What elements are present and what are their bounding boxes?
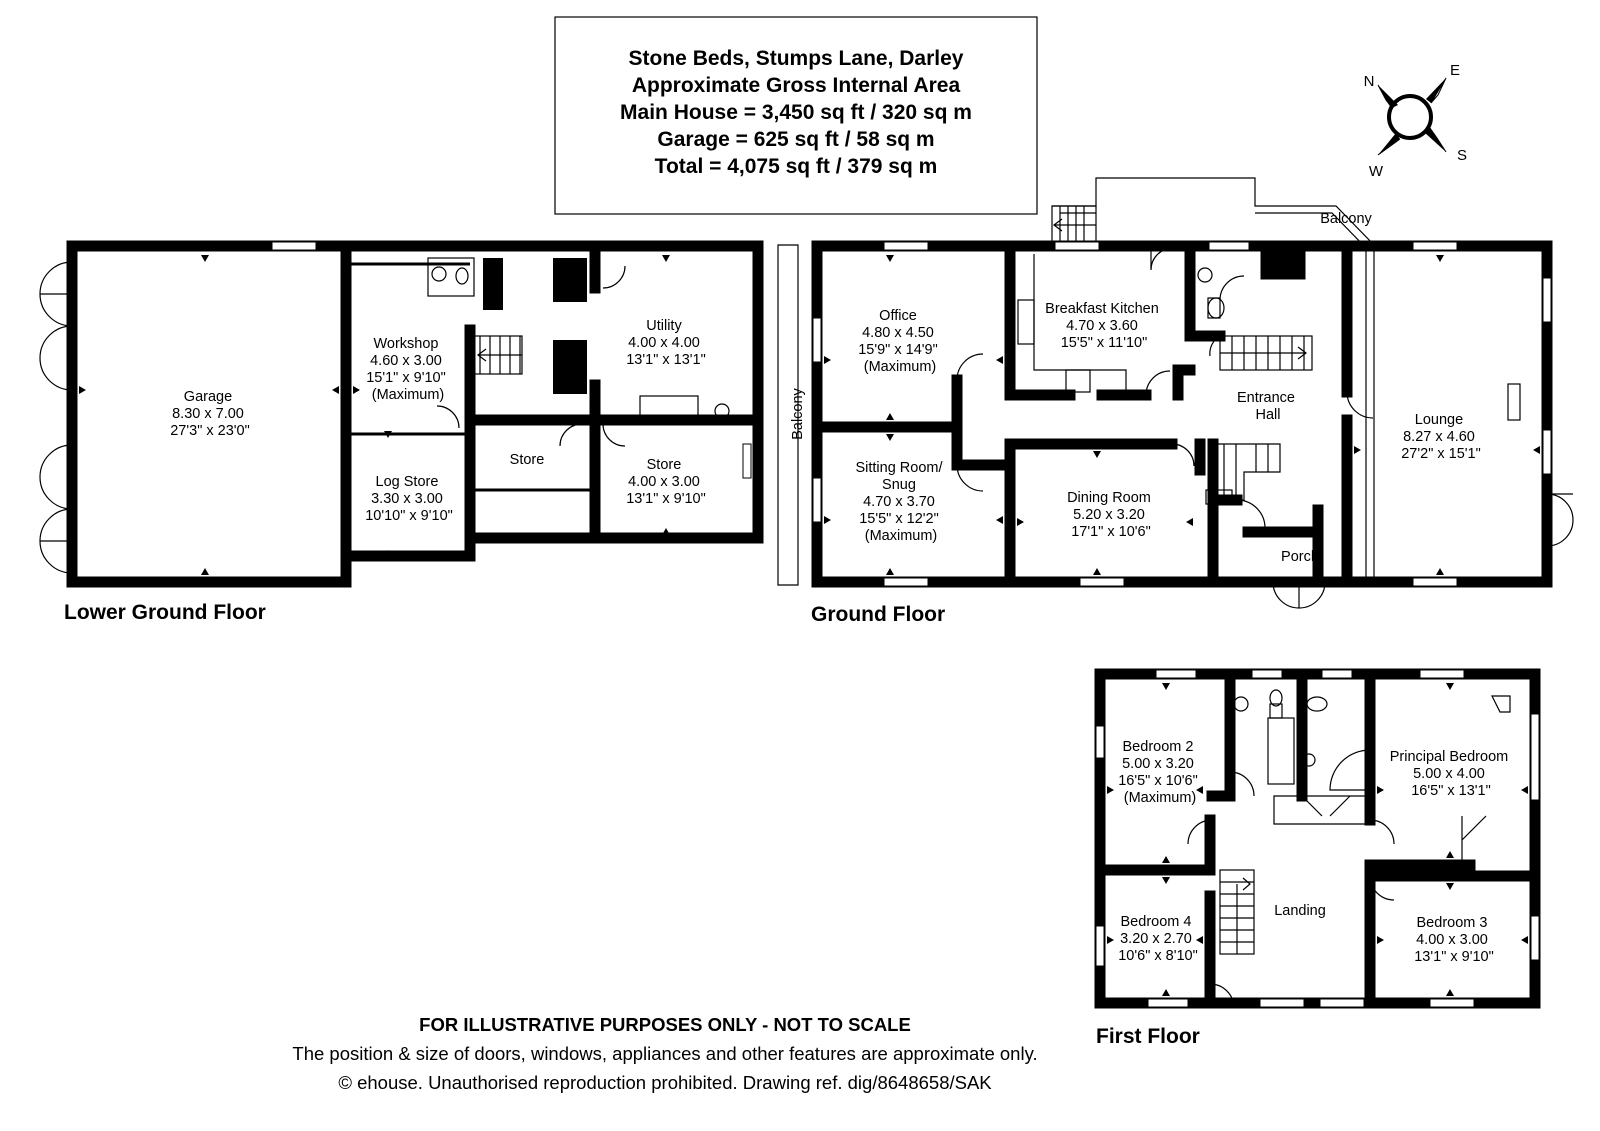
compass-e: E bbox=[1450, 62, 1460, 79]
room-sitting-room: Sitting Room/ Snug 4.70 x 3.70 15'5" x 1… bbox=[855, 460, 946, 544]
window-icon bbox=[271, 241, 317, 251]
stair-icon bbox=[1212, 335, 1313, 501]
compass-icon: N E S W bbox=[1364, 62, 1467, 180]
door-arc-icon bbox=[1229, 771, 1255, 797]
fireplace-icon bbox=[1507, 383, 1521, 421]
room-principal-bedroom: Principal Bedroom 5.00 x 4.00 16'5" x 13… bbox=[1390, 749, 1513, 799]
door-arc-icon bbox=[1209, 983, 1235, 1009]
door-arc-icon bbox=[559, 423, 583, 447]
door-arc-icon bbox=[1346, 391, 1374, 419]
room-lounge: Lounge 8.27 x 4.60 27'2" x 15'1" bbox=[1401, 412, 1481, 462]
wardrobe-icon bbox=[1461, 815, 1487, 870]
porch-doors-icon bbox=[1272, 581, 1326, 609]
title-address: Stone Beds, Stumps Lane, Darley bbox=[629, 47, 964, 70]
sink-icon bbox=[714, 403, 730, 419]
compass-n: N bbox=[1364, 73, 1375, 90]
toilet-icon bbox=[1197, 267, 1225, 319]
hob-icon bbox=[1065, 369, 1091, 393]
toilet-icon bbox=[1269, 689, 1328, 767]
door-arc-icon bbox=[602, 265, 626, 289]
floor-label-ground: Ground Floor bbox=[811, 603, 945, 626]
door-arc-icon bbox=[956, 353, 984, 381]
door-arc-icon bbox=[602, 423, 626, 447]
room-dining-room: Dining Room 5.20 x 3.20 17'1" x 10'6" bbox=[1067, 490, 1155, 540]
room-store-large: Store 4.00 x 3.00 13'1" x 9'10" bbox=[626, 457, 706, 507]
stair-icon bbox=[1219, 869, 1255, 955]
room-log-store: Log Store 3.30 x 3.00 10'10" x 9'10" bbox=[365, 474, 453, 524]
room-breakfast-kitchen: Breakfast Kitchen 4.70 x 3.60 15'5" x 11… bbox=[1045, 301, 1163, 351]
title-main-house: Main House = 3,450 sq ft / 320 sq m bbox=[620, 101, 972, 124]
room-store-small: Store bbox=[510, 452, 545, 468]
counter-icon bbox=[639, 395, 699, 417]
title-total: Total = 4,075 sq ft / 379 sq m bbox=[655, 155, 938, 178]
door-arc-icon bbox=[956, 464, 984, 492]
toilet-icon bbox=[427, 257, 475, 297]
door-arc-icon bbox=[1150, 246, 1174, 271]
disclaimer-copyright: © ehouse. Unauthorised reproduction proh… bbox=[338, 1072, 992, 1093]
title-garage: Garage = 625 sq ft / 58 sq m bbox=[657, 128, 934, 151]
door-arc-icon bbox=[1236, 499, 1266, 529]
room-garage: Garage 8.30 x 7.00 27'3" x 23'0" bbox=[170, 389, 250, 439]
door-arc-icon bbox=[1145, 370, 1171, 396]
door-arc-icon bbox=[1369, 819, 1395, 845]
room-workshop: Workshop 4.60 x 3.00 15'1" x 9'10" (Maxi… bbox=[366, 336, 450, 403]
window-icon bbox=[742, 443, 752, 479]
room-porch: Porch bbox=[1281, 549, 1319, 565]
room-landing: Landing bbox=[1274, 903, 1326, 919]
disclaimer-heading: FOR ILLUSTRATIVE PURPOSES ONLY - NOT TO … bbox=[419, 1014, 911, 1035]
bath-icon bbox=[1267, 717, 1295, 785]
fireplace-icon bbox=[1491, 695, 1511, 713]
door-arc-icon bbox=[1209, 335, 1221, 357]
garage-doors-icon bbox=[39, 261, 73, 574]
door-arc-icon bbox=[1171, 443, 1195, 467]
room-balcony-left: Balcony bbox=[790, 387, 806, 439]
room-entrance-hall: Entrance Hall bbox=[1237, 390, 1299, 423]
door-arc-icon bbox=[436, 405, 460, 429]
basin-icon bbox=[1233, 696, 1249, 712]
shower-icon bbox=[1329, 749, 1371, 791]
window-icon bbox=[1095, 669, 1540, 1008]
floor-label-lower: Lower Ground Floor bbox=[64, 601, 266, 624]
disclaimer: FOR ILLUSTRATIVE PURPOSES ONLY - NOT TO … bbox=[292, 1014, 1037, 1093]
room-bedroom-4: Bedroom 4 3.20 x 2.70 10'6" x 8'10" bbox=[1118, 914, 1198, 964]
room-bedroom-3: Bedroom 3 4.00 x 3.00 13'1" x 9'10" bbox=[1414, 915, 1494, 965]
title-area-heading: Approximate Gross Internal Area bbox=[632, 74, 961, 97]
stair-icon bbox=[1051, 205, 1097, 245]
room-balcony-top: Balcony bbox=[1320, 211, 1372, 227]
window-icon bbox=[812, 241, 1552, 587]
door-arc-icon bbox=[1187, 819, 1213, 845]
sink-icon bbox=[1017, 299, 1035, 345]
compass-w: W bbox=[1369, 163, 1384, 180]
compass-s: S bbox=[1457, 147, 1467, 164]
room-bedroom-2: Bedroom 2 5.00 x 3.20 16'5" x 10'6" (Max… bbox=[1118, 739, 1202, 806]
door-arc-icon bbox=[1219, 275, 1245, 301]
first-floor: Bedroom 2 5.00 x 3.20 16'5" x 10'6" (Max… bbox=[1094, 668, 1541, 1048]
door-arc-icon bbox=[1369, 875, 1395, 901]
lower-ground-floor: Garage 8.30 x 7.00 27'3" x 23'0" Worksho… bbox=[39, 240, 764, 624]
lounge-doors-icon bbox=[1546, 493, 1574, 547]
floor-label-first: First Floor bbox=[1096, 1025, 1200, 1048]
room-office: Office 4.80 x 4.50 15'9" x 14'9" (Maximu… bbox=[858, 308, 942, 375]
ground-floor: Office 4.80 x 4.50 15'9" x 14'9" (Maximu… bbox=[777, 177, 1574, 626]
room-utility: Utility 4.00 x 4.00 13'1" x 13'1" bbox=[626, 318, 706, 368]
disclaimer-approximate: The position & size of doors, windows, a… bbox=[292, 1043, 1037, 1064]
stair-icon bbox=[469, 335, 523, 375]
title-box: Stone Beds, Stumps Lane, Darley Approxim… bbox=[554, 16, 1038, 215]
